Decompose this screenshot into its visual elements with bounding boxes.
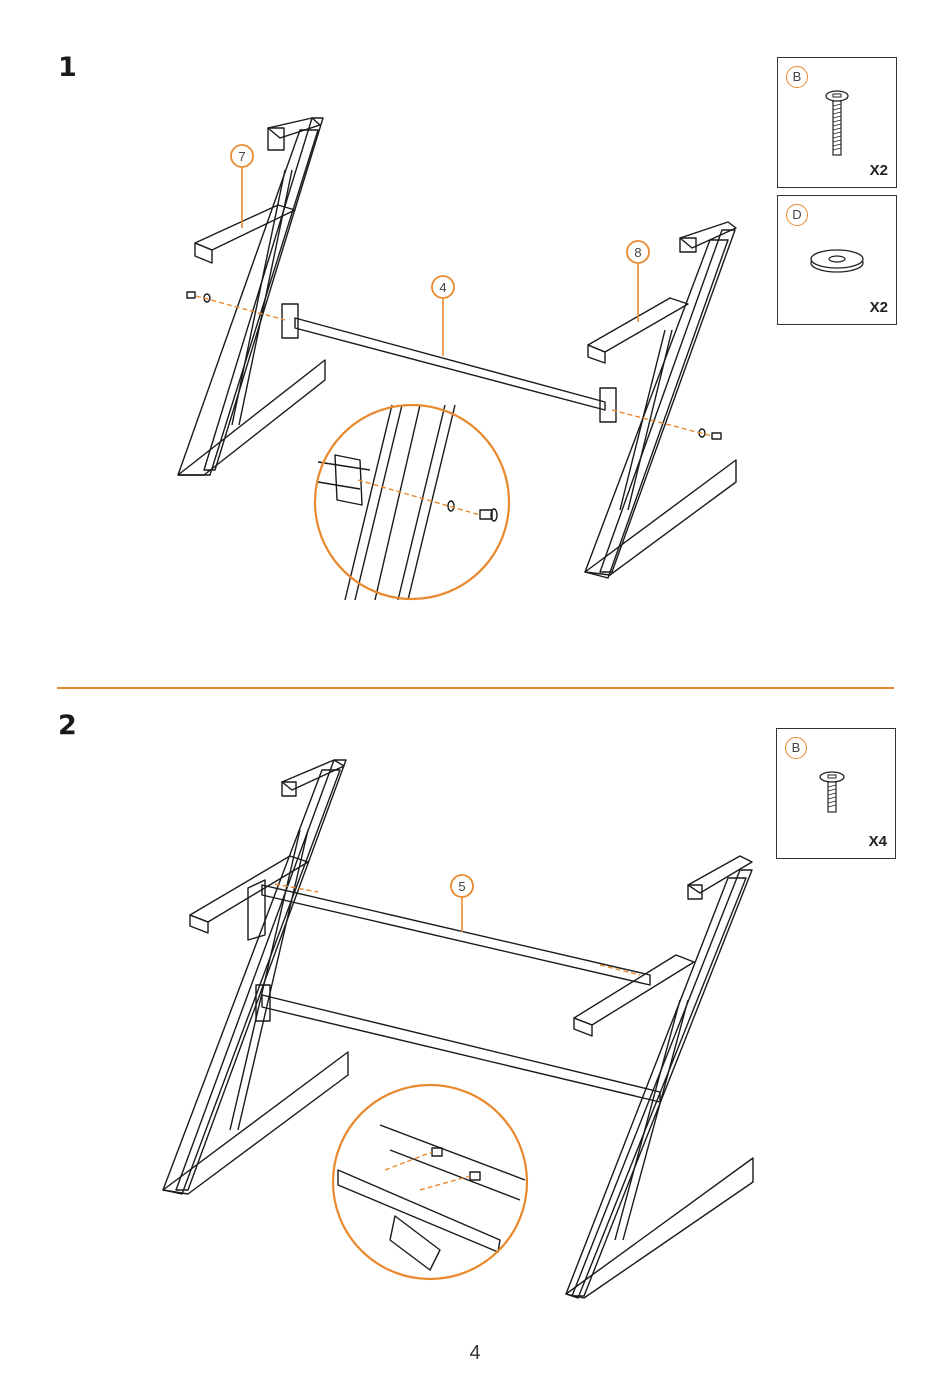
callout-7: 7 (231, 145, 253, 228)
crossbar-4 (282, 304, 616, 422)
page-number: 4 (0, 1342, 950, 1365)
step-divider (57, 687, 894, 689)
callout-4: 4 (432, 276, 454, 356)
step-2-illustration: 5 (0, 690, 950, 1340)
callout-8: 8 (627, 241, 649, 322)
step-1-illustration: 7 8 4 (0, 0, 950, 690)
svg-text:7: 7 (238, 149, 245, 164)
left-leg-frame-step2 (163, 760, 348, 1194)
crossbar-5 (256, 885, 660, 1102)
right-leg-frame-step2 (566, 856, 753, 1298)
svg-text:8: 8 (634, 245, 641, 260)
svg-text:4: 4 (439, 280, 446, 295)
right-leg-frame (585, 222, 736, 578)
svg-text:5: 5 (458, 879, 465, 894)
zoom-detail-step2 (338, 1125, 525, 1270)
callout-5: 5 (451, 875, 473, 932)
screw-right (699, 429, 721, 439)
